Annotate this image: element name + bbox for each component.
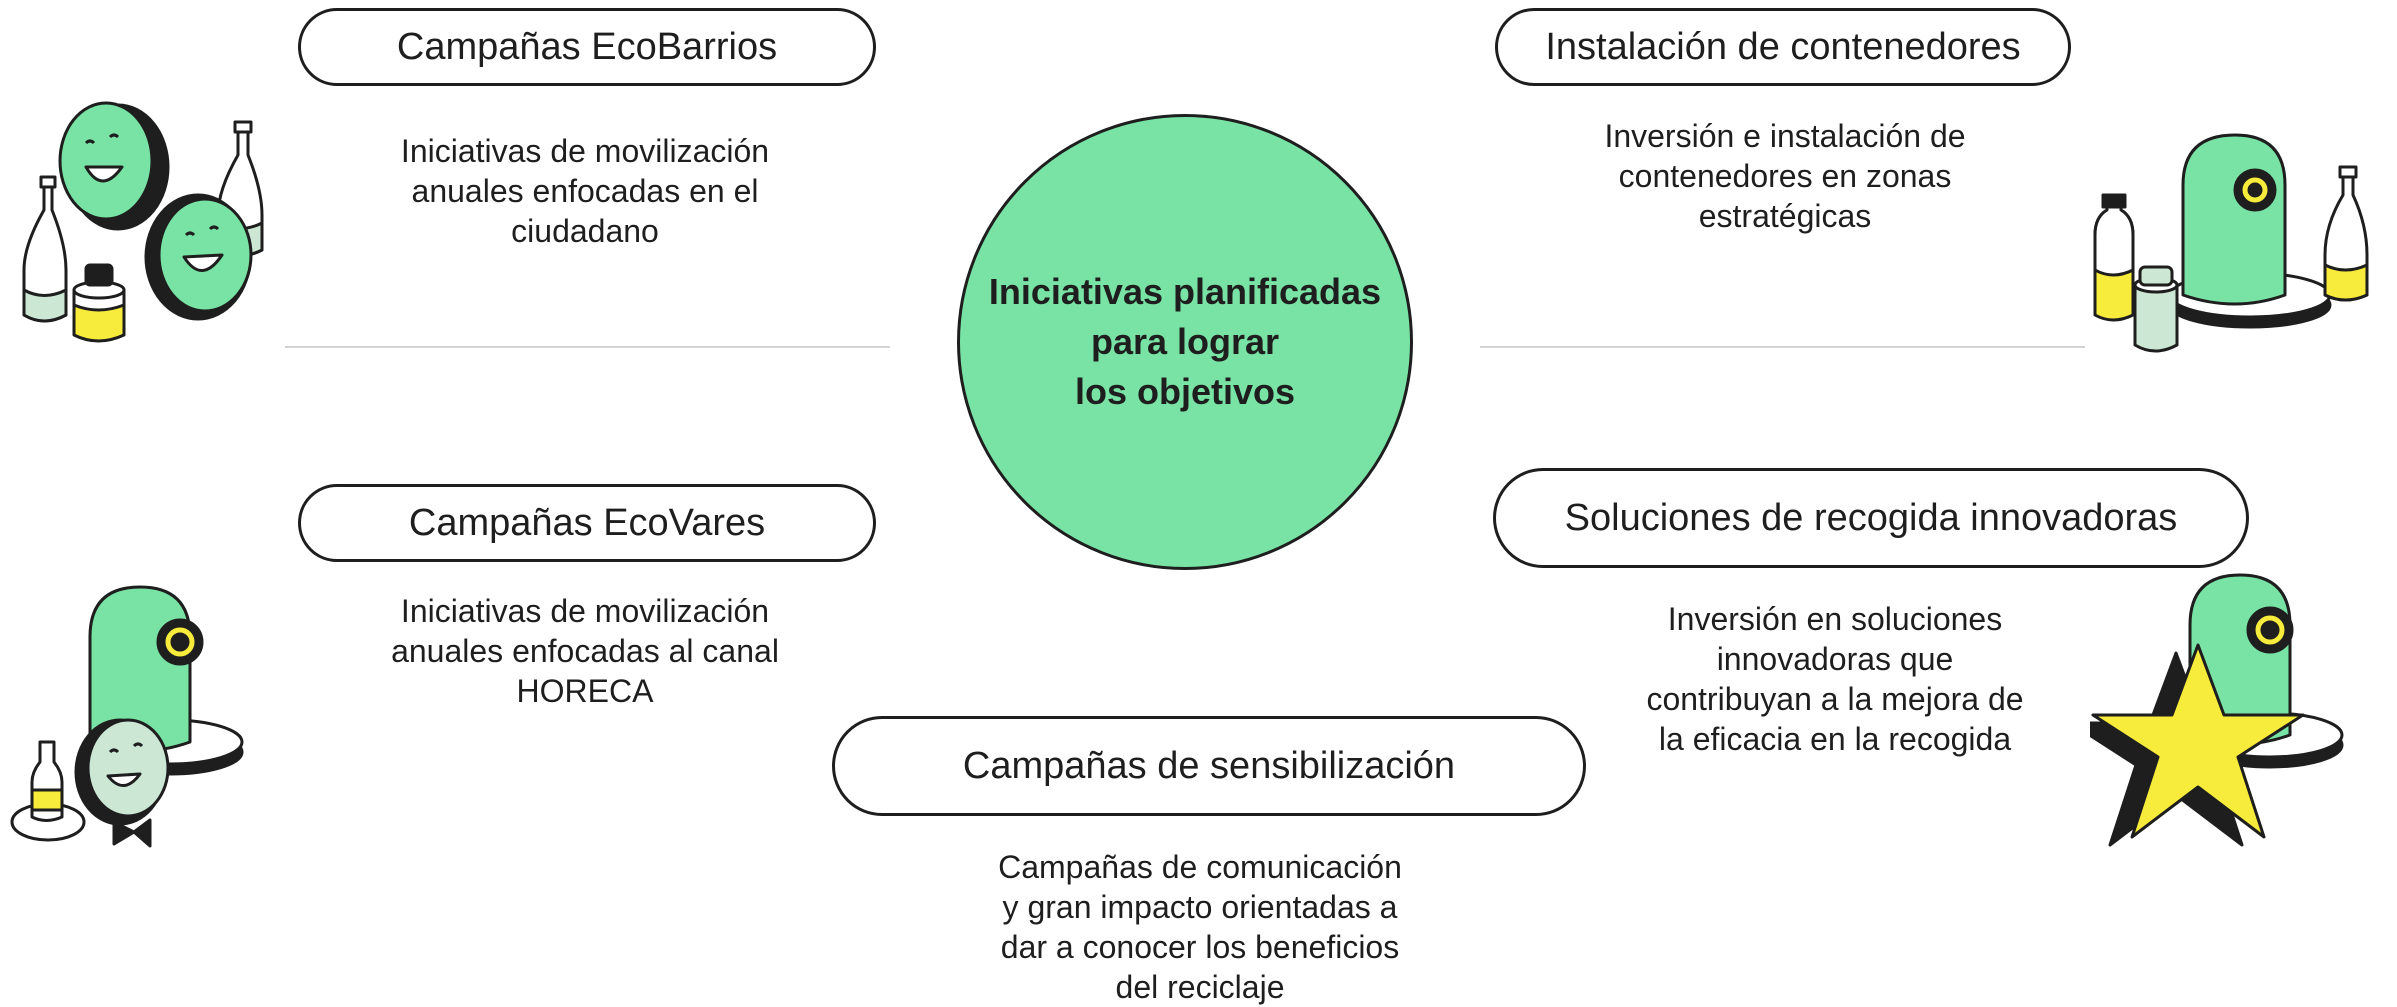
divider-left xyxy=(285,346,890,348)
container-with-star-icon xyxy=(2090,573,2344,847)
initiative-soluciones-description: Inversión en soluciones innovadoras que … xyxy=(1646,601,2024,757)
initiative-ecobarrios-title-pill: Campañas EcoBarrios xyxy=(298,8,876,86)
initiative-ecobarrios-title: Campañas EcoBarrios xyxy=(396,25,778,68)
initiative-ecobarrios-description: Iniciativas de movilización anuales enfo… xyxy=(400,133,770,249)
initiative-contenedores-title: Instalación de contenedores xyxy=(1545,25,2021,68)
initiative-ecovares-title-pill: Campañas EcoVares xyxy=(298,484,876,562)
smiling-bottle-caps-icon xyxy=(22,101,264,343)
initiative-contenedores-title-pill: Instalación de contenedores xyxy=(1495,8,2071,86)
container-with-waiter-icon xyxy=(10,585,244,848)
divider-right xyxy=(1480,346,2085,348)
central-goal-title: Iniciativas planificadas para lograr los… xyxy=(988,271,1382,412)
initiative-sensibilizacion-title: Campañas de sensibilización xyxy=(962,744,1456,787)
container-with-bottles-icon xyxy=(2093,133,2369,353)
initiative-ecovares-description: Iniciativas de movilización anuales enfo… xyxy=(391,593,779,709)
central-goal-circle: Iniciativas planificadas para lograr los… xyxy=(957,114,1413,570)
initiative-soluciones-title: Soluciones de recogida innovadoras xyxy=(1564,496,2178,539)
initiative-contenedores-description: Inversión e instalación de contenedores … xyxy=(1604,118,1966,234)
initiative-sensibilizacion-title-pill: Campañas de sensibilización xyxy=(832,716,1586,816)
initiative-sensibilizacion-description: Campañas de comunicación y gran impacto … xyxy=(998,849,1402,1005)
initiative-soluciones-title-pill: Soluciones de recogida innovadoras xyxy=(1493,468,2249,568)
initiative-ecovares-title: Campañas EcoVares xyxy=(408,501,766,544)
